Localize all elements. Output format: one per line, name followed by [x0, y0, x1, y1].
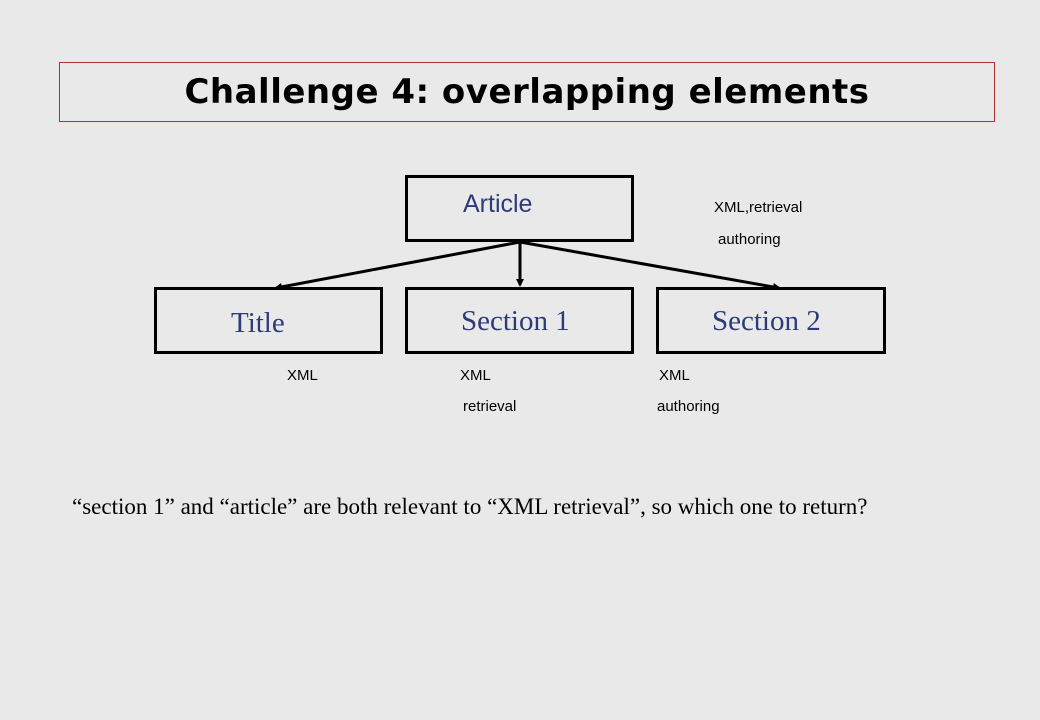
node-section-2	[656, 287, 886, 354]
node-section-1	[405, 287, 634, 354]
section-1-terms-line2: retrieval	[463, 398, 517, 415]
slide-title: Challenge 4: overlapping elements	[184, 72, 870, 112]
node-article	[405, 175, 634, 242]
section-2-terms-line1: XML	[659, 367, 690, 384]
edge-article-section2	[519, 240, 781, 291]
node-title-label: Title	[231, 307, 285, 339]
edge-article-title	[274, 240, 521, 291]
title-terms-line1: XML	[287, 367, 318, 384]
article-terms-line2: authoring	[718, 231, 781, 248]
section-2-terms-line2: authoring	[657, 398, 720, 415]
node-section-1-label: Section 1	[461, 305, 570, 337]
article-terms-line1: XML,retrieval	[714, 199, 803, 216]
slide-title-box: Challenge 4: overlapping elements	[59, 62, 995, 122]
question-text: “section 1” and “article” are both relev…	[72, 494, 868, 519]
node-section-2-label: Section 2	[712, 305, 821, 337]
section-1-terms-line1: XML	[460, 367, 491, 384]
node-article-label: Article	[463, 190, 533, 218]
node-title	[154, 287, 383, 354]
